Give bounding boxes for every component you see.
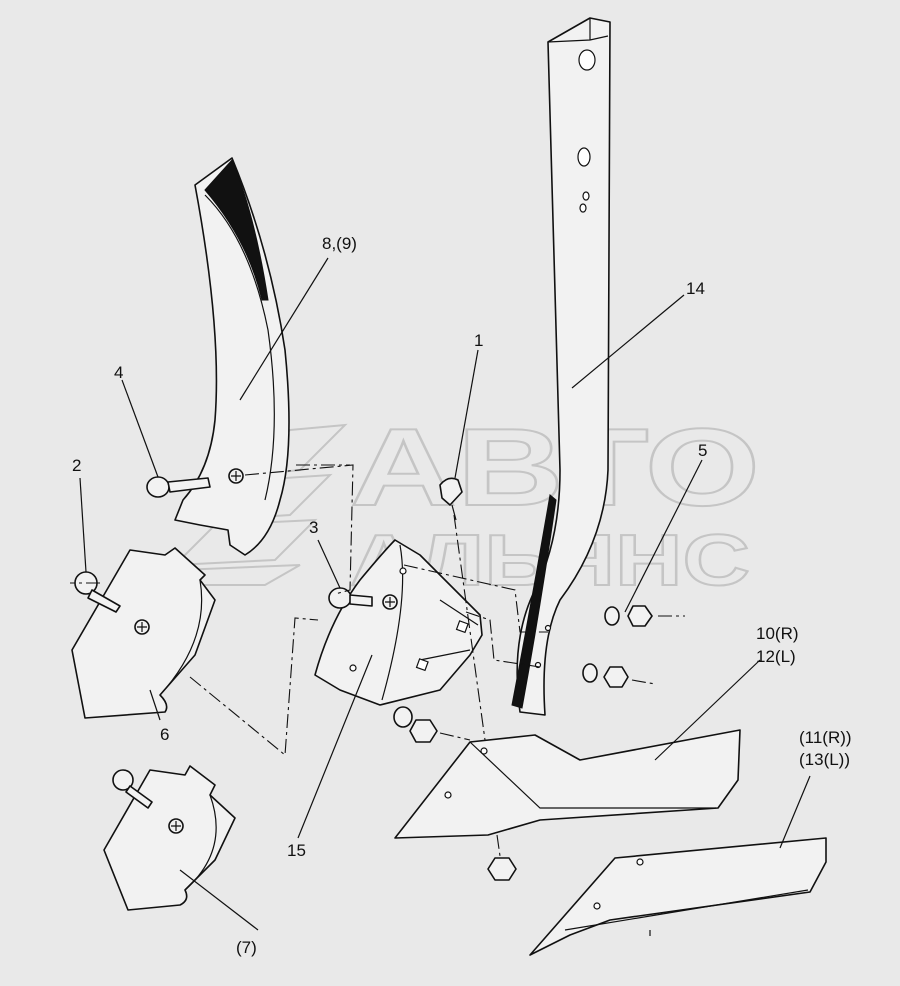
part-7-share [103,765,236,911]
callout-11: (11(R)) [799,728,852,747]
part-10-wing-share [394,729,741,839]
callout-15: 15 [287,841,306,860]
callout-6: 6 [160,725,169,744]
nut-10 [487,857,517,881]
callout-3: 3 [309,518,318,537]
callout-5: 5 [698,441,707,460]
part-14-shank [511,17,611,716]
bolt-1 [439,477,463,521]
bolt-7 [112,769,184,834]
callout-4: 4 [114,363,123,382]
callout-10: 10(R) [756,624,799,643]
part-15-wing [314,539,483,706]
callout-8: 8,(9) [322,234,357,253]
bolt-3 [328,587,398,610]
part-8-blade [174,157,290,556]
callout-2: 2 [72,456,81,475]
callout-12: 12(L) [756,647,796,666]
nut-washer-15 [393,706,438,743]
assembly-lines [70,464,685,857]
callout-labels: 1 2 3 4 5 6 (7) 8,(9) 10(R) 12(L) (11(R)… [72,234,852,957]
part-11-wing-share [529,837,827,956]
nut-washer-5 [582,605,653,688]
callout-13: (13(L)) [799,750,850,769]
leader-lines [79,257,811,931]
callout-14: 14 [686,279,705,298]
callout-1: 1 [474,331,483,350]
callout-7: (7) [236,938,257,957]
bolt-4 [146,468,244,498]
